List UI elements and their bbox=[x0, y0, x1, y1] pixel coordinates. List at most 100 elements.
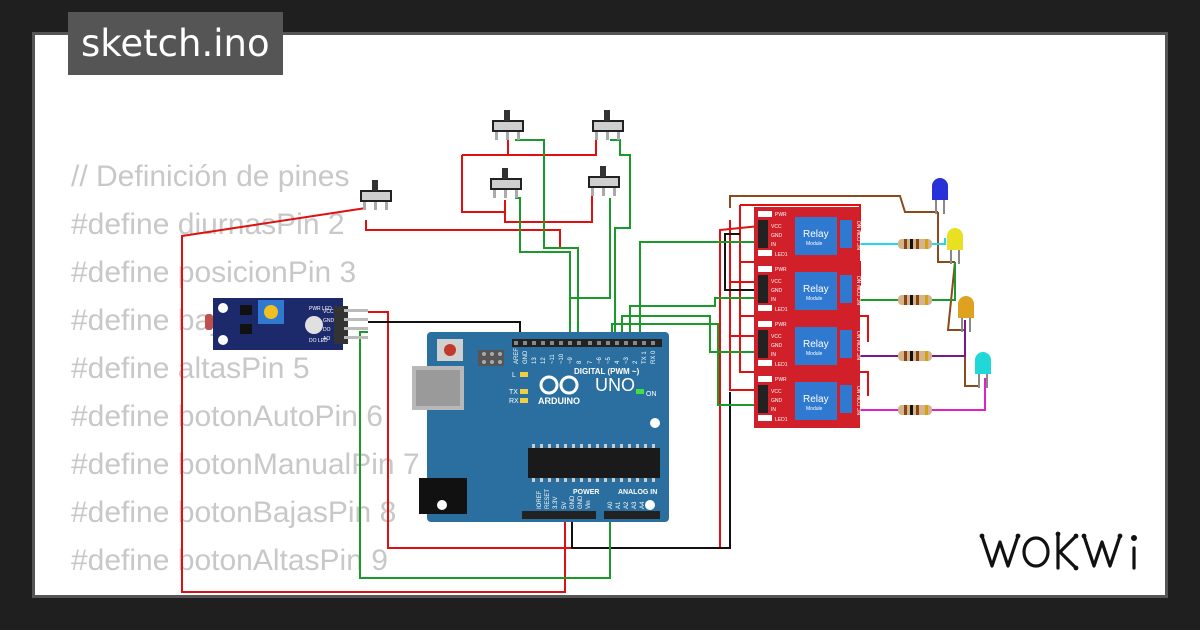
relay-3-pin-vcc: VCC bbox=[771, 334, 782, 340]
relay-1-pin-in: IN bbox=[771, 242, 776, 248]
pin-tx1: TX 1 bbox=[642, 351, 648, 364]
relay-2-pin-gnd: GND bbox=[771, 288, 783, 294]
sensor-pin-do: DO bbox=[323, 327, 331, 333]
arduino-uno-board[interactable]: AREF GND 13 12 ~11 ~10 ~9 8 7 ~6 ~5 4 ~3… bbox=[412, 332, 669, 522]
relay-3-label: Relay bbox=[803, 339, 829, 350]
sensor-do-led-label: DO LED bbox=[309, 338, 328, 344]
pin-2: 2 bbox=[633, 360, 639, 364]
code-line: #define botonAutoPin 6 bbox=[71, 400, 383, 433]
relay-module-1[interactable]: PWR LED1 VCC GND IN Relay Module NC COM … bbox=[754, 207, 863, 263]
relay-1-pin-gnd: GND bbox=[771, 233, 783, 239]
atmega-chip bbox=[528, 448, 660, 478]
pin-a3: A3 bbox=[632, 501, 638, 509]
relay-1-pin-vcc: VCC bbox=[771, 224, 782, 230]
rx-label: RX bbox=[509, 398, 519, 405]
switch-auto[interactable] bbox=[492, 110, 524, 140]
pin-3v3: 3.3V bbox=[553, 497, 559, 509]
pin-5: ~5 bbox=[606, 356, 612, 364]
tx-label: TX bbox=[509, 389, 518, 396]
pin-vin: Vin bbox=[586, 500, 592, 509]
relay-3-contacts: NC COM NO bbox=[857, 331, 863, 360]
relay-2-sublabel: Module bbox=[806, 296, 823, 302]
project-title-badge: sketch.ino bbox=[68, 12, 283, 75]
resistor-2[interactable] bbox=[898, 295, 932, 305]
relay-4-pin-gnd: GND bbox=[771, 398, 783, 404]
relay-1-label: Relay bbox=[803, 229, 829, 240]
code-line: #define botonManualPin 7 bbox=[71, 448, 420, 481]
led-orange[interactable] bbox=[958, 296, 974, 332]
relay-module-2[interactable]: PWR LED1 VCC GND IN Relay Module NC COM … bbox=[754, 262, 863, 318]
pin-12: 12 bbox=[541, 357, 547, 364]
pin-5v: 5V bbox=[562, 502, 568, 509]
switch-extra[interactable] bbox=[360, 180, 392, 210]
pin-rx0: RX 0 bbox=[651, 350, 657, 364]
wire-red bbox=[181, 207, 566, 593]
code-line: #define altasPin 5 bbox=[71, 352, 310, 385]
code-line: #define diurnasPin 2 bbox=[71, 208, 345, 241]
relay-2-label: Relay bbox=[803, 284, 829, 295]
relay-3-pin-gnd: GND bbox=[771, 343, 783, 349]
analog-in-label: ANALOG IN bbox=[618, 489, 657, 496]
switch-manual[interactable] bbox=[592, 110, 624, 140]
relay-4-pwr: PWR bbox=[775, 377, 787, 383]
reset-button[interactable] bbox=[444, 344, 456, 356]
led-cyan[interactable] bbox=[975, 352, 991, 388]
pin-ioref: IOREF bbox=[537, 490, 543, 509]
code-line: #define sensorLuzPin A0 bbox=[71, 585, 420, 595]
sensor-pin-ao: AO bbox=[323, 336, 330, 342]
relay-4-pin-in: IN bbox=[771, 407, 776, 413]
sensor-pin-gnd: GND bbox=[323, 318, 335, 324]
code-preview: // Definición de pines#define diurnasPin… bbox=[71, 153, 420, 595]
on-label: ON bbox=[646, 391, 657, 398]
pin-gnd-2: GND bbox=[578, 495, 584, 509]
light-sensor-module[interactable]: PWR LED DO LED VCC GND DO AO bbox=[205, 298, 368, 350]
relay-2-led: LED1 bbox=[775, 307, 788, 313]
pin-9: ~9 bbox=[568, 356, 574, 364]
resistor-4[interactable] bbox=[898, 405, 932, 415]
switch-altas[interactable] bbox=[588, 166, 620, 196]
led-blue[interactable] bbox=[932, 178, 948, 214]
relay-4-label: Relay bbox=[803, 394, 829, 405]
relay-4-led: LED1 bbox=[775, 417, 788, 423]
pin-6: ~6 bbox=[597, 356, 603, 364]
pin-4: 4 bbox=[615, 360, 621, 364]
switch-bajas[interactable] bbox=[490, 168, 522, 198]
resistor-3[interactable] bbox=[898, 351, 932, 361]
wokwi-logo bbox=[979, 531, 1137, 571]
pin-a0: A0 bbox=[608, 501, 614, 509]
power-label: POWER bbox=[573, 489, 599, 496]
arduino-brand: ARDUINO bbox=[538, 396, 580, 406]
pin-7: 7 bbox=[588, 360, 594, 364]
pin-a5: A5 bbox=[648, 501, 654, 509]
relay-4-pin-vcc: VCC bbox=[771, 389, 782, 395]
code-line: #define posicionPin 3 bbox=[71, 256, 357, 289]
code-line: #define botonBajasPin 8 bbox=[71, 496, 397, 529]
pin-10: ~10 bbox=[559, 353, 565, 364]
sensor-pwr-led-label: PWR LED bbox=[309, 306, 332, 312]
pin-11: ~11 bbox=[550, 354, 556, 364]
l-label: L bbox=[512, 372, 516, 379]
relay-3-led: LED1 bbox=[775, 362, 788, 368]
sensor-pin-vcc: VCC bbox=[323, 309, 334, 315]
relay-1-contacts: NC COM NO bbox=[857, 221, 863, 250]
pin-a1: A1 bbox=[616, 501, 622, 509]
relay-module-3[interactable]: PWR LED1 VCC GND IN Relay Module NC COM … bbox=[754, 317, 863, 373]
relay-1-sublabel: Module bbox=[806, 241, 823, 247]
relay-4-sublabel: Module bbox=[806, 406, 823, 412]
relay-2-contacts: NC COM NO bbox=[857, 276, 863, 305]
relay-1-pwr: PWR bbox=[775, 212, 787, 218]
relay-4-contacts: NC COM NO bbox=[857, 386, 863, 415]
relay-3-pin-in: IN bbox=[771, 352, 776, 358]
wires bbox=[181, 139, 986, 593]
relay-2-pwr: PWR bbox=[775, 267, 787, 273]
led-yellow[interactable] bbox=[947, 228, 963, 264]
resistor-1[interactable] bbox=[898, 239, 932, 249]
arduino-model: UNO bbox=[595, 375, 635, 395]
relay-3-sublabel: Module bbox=[806, 351, 823, 357]
relay-module-4[interactable]: PWR LED1 VCC GND IN Relay Module NC COM … bbox=[754, 372, 863, 428]
pin-8: 8 bbox=[577, 360, 583, 364]
relay-2-pin-vcc: VCC bbox=[771, 279, 782, 285]
relay-3-pwr: PWR bbox=[775, 322, 787, 328]
pin-reset: RESET bbox=[545, 489, 551, 509]
